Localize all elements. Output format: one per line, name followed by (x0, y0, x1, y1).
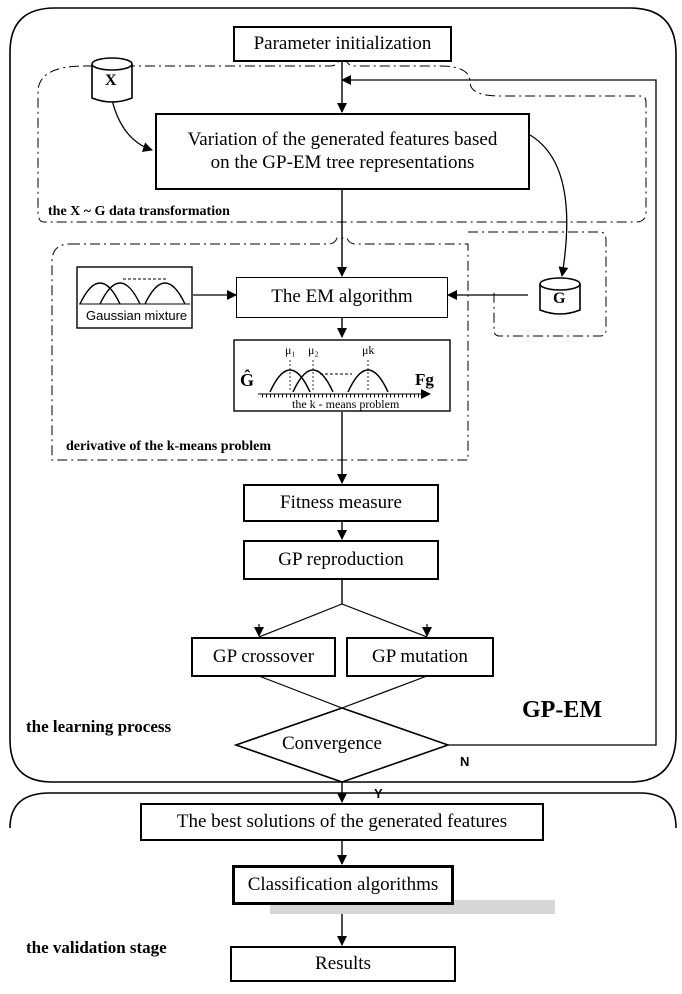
fg-label: Fg (415, 370, 434, 389)
transformation-region (37, 59, 647, 223)
gaussian-mixture-label: Gaussian mixture (86, 308, 188, 323)
x-database-label: X (105, 72, 117, 89)
muk-label: μk (362, 343, 375, 357)
mu2-label: μ₂ (308, 343, 319, 357)
em-algorithm-box: The EM algorithm (236, 277, 448, 318)
classification-box: Classification algorithms (232, 865, 454, 905)
g-database-label: G (553, 290, 566, 307)
variation-line-1: Variation of the generated features base… (187, 128, 498, 150)
variation-box: Variation of the generated features base… (155, 113, 530, 190)
no-branch-label: N (460, 754, 470, 769)
transformation-region-label: the X ~ G data transformation (48, 204, 230, 219)
derivative-region (51, 237, 469, 461)
yes-branch-label: Y (374, 786, 383, 801)
gp-mutation-box: GP mutation (346, 637, 494, 677)
gp-crossover-box: GP crossover (191, 637, 336, 677)
fitness-measure-box: Fitness measure (243, 484, 439, 522)
parameter-initialization-box: Parameter initialization (233, 26, 452, 62)
learning-region-border (9, 7, 677, 783)
convergence-label: Convergence (282, 733, 382, 754)
learning-region-label: the learning process (26, 717, 172, 736)
gp-em-label: GP-EM (522, 697, 602, 723)
best-solutions-box: The best solutions of the generated feat… (140, 803, 544, 841)
g-database-icon (539, 277, 581, 315)
g-hat-label: Ĝ (240, 370, 255, 390)
kmeans-panel (233, 339, 451, 412)
gp-reproduction-box: GP reproduction (243, 540, 439, 580)
kmeans-caption: the k - means problem (292, 397, 400, 411)
derivative-region-label: derivative of the k-means problem (66, 439, 272, 454)
variation-line-2: on the GP-EM tree representations (210, 151, 475, 173)
mu1-label: μ₁ (285, 343, 296, 357)
gaussian-curves (79, 282, 186, 305)
validation-region-label: the validation stage (26, 938, 167, 957)
g-loop-region (468, 231, 607, 337)
results-box: Results (230, 946, 456, 982)
x-database-icon (91, 57, 133, 103)
gaussian-mixture-panel (76, 266, 193, 329)
